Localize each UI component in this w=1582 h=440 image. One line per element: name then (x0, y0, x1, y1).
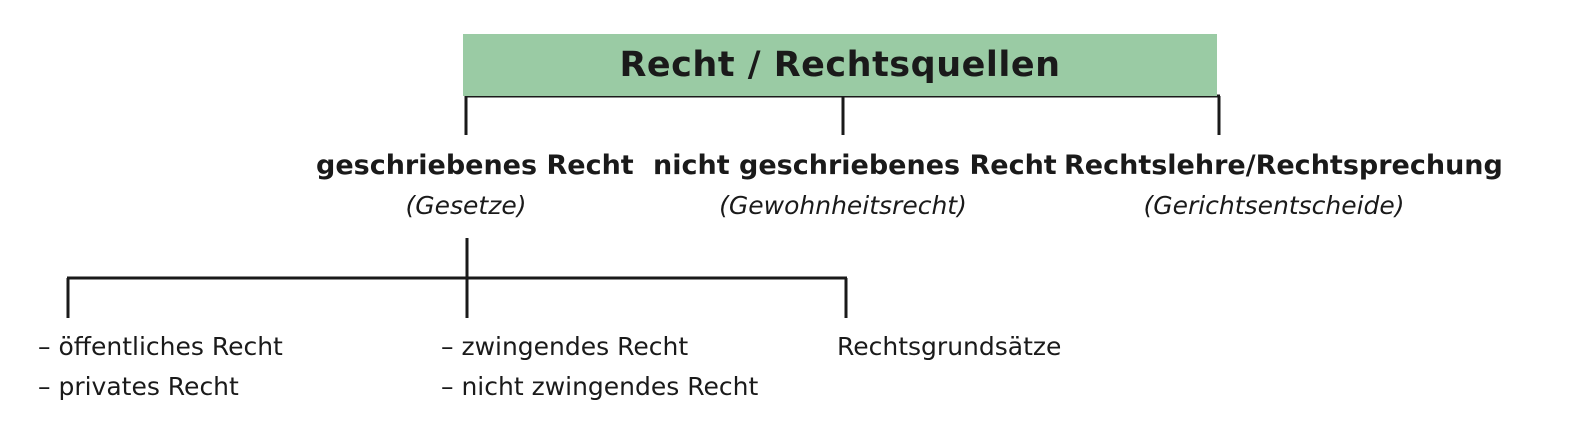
leaf-line: – privates Recht (38, 372, 239, 401)
leaf-line: – nicht zwingendes Recht (441, 372, 759, 401)
source-title: geschriebenes Recht (316, 150, 634, 181)
root-title: Recht / Rechtsquellen (619, 45, 1061, 85)
leaf-public-private-law: – öffentliches Recht – privates Recht (38, 327, 283, 407)
source-node-unwritten-law: nicht geschriebenes Recht (Gewohnheitsre… (653, 146, 1057, 226)
source-subtitle: (Gewohnheitsrecht) (719, 191, 967, 220)
leaf-line: – zwingendes Recht (441, 332, 689, 361)
leaf-legal-principles: Rechtsgrundsätze (837, 327, 1061, 367)
leaf-mandatory-law: – zwingendes Recht – nicht zwingendes Re… (441, 327, 758, 407)
source-node-written-law: geschriebenes Recht (Gesetze) (316, 146, 634, 226)
source-title: Rechtslehre/Rechtsprechung (1064, 150, 1503, 181)
source-node-jurisprudence: Rechtslehre/Rechtsprechung (Gerichtsents… (1064, 146, 1503, 226)
source-title: nicht geschriebenes Recht (653, 150, 1057, 181)
leaf-line: Rechtsgrundsätze (837, 332, 1062, 361)
leaf-line: – öffentliches Recht (38, 332, 283, 361)
source-subtitle: (Gerichtsentscheide) (1143, 191, 1405, 220)
source-subtitle: (Gesetze) (405, 191, 527, 220)
root-node: Recht / Rechtsquellen (463, 34, 1217, 96)
